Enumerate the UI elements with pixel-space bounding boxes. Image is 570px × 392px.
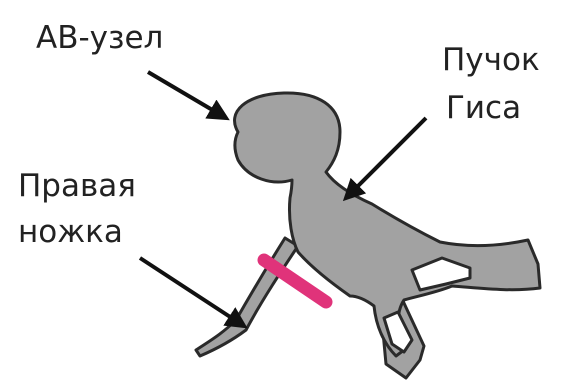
his-bundle-label-line2: Гиса (446, 90, 521, 126)
right-bundle-branch-strand (196, 238, 298, 356)
his-bundle-label-line1: Пучок (442, 42, 540, 78)
av-node-label: АВ-узел (36, 20, 163, 56)
right-branch-label-line2: ножка (18, 214, 123, 250)
right-branch-pointer-arrow (140, 258, 244, 326)
av-node-pointer-arrow (148, 72, 226, 118)
his-bundle-pointer-arrow (346, 118, 426, 198)
conduction-tissue (196, 93, 540, 378)
right-branch-label-line1: Правая (18, 168, 136, 204)
